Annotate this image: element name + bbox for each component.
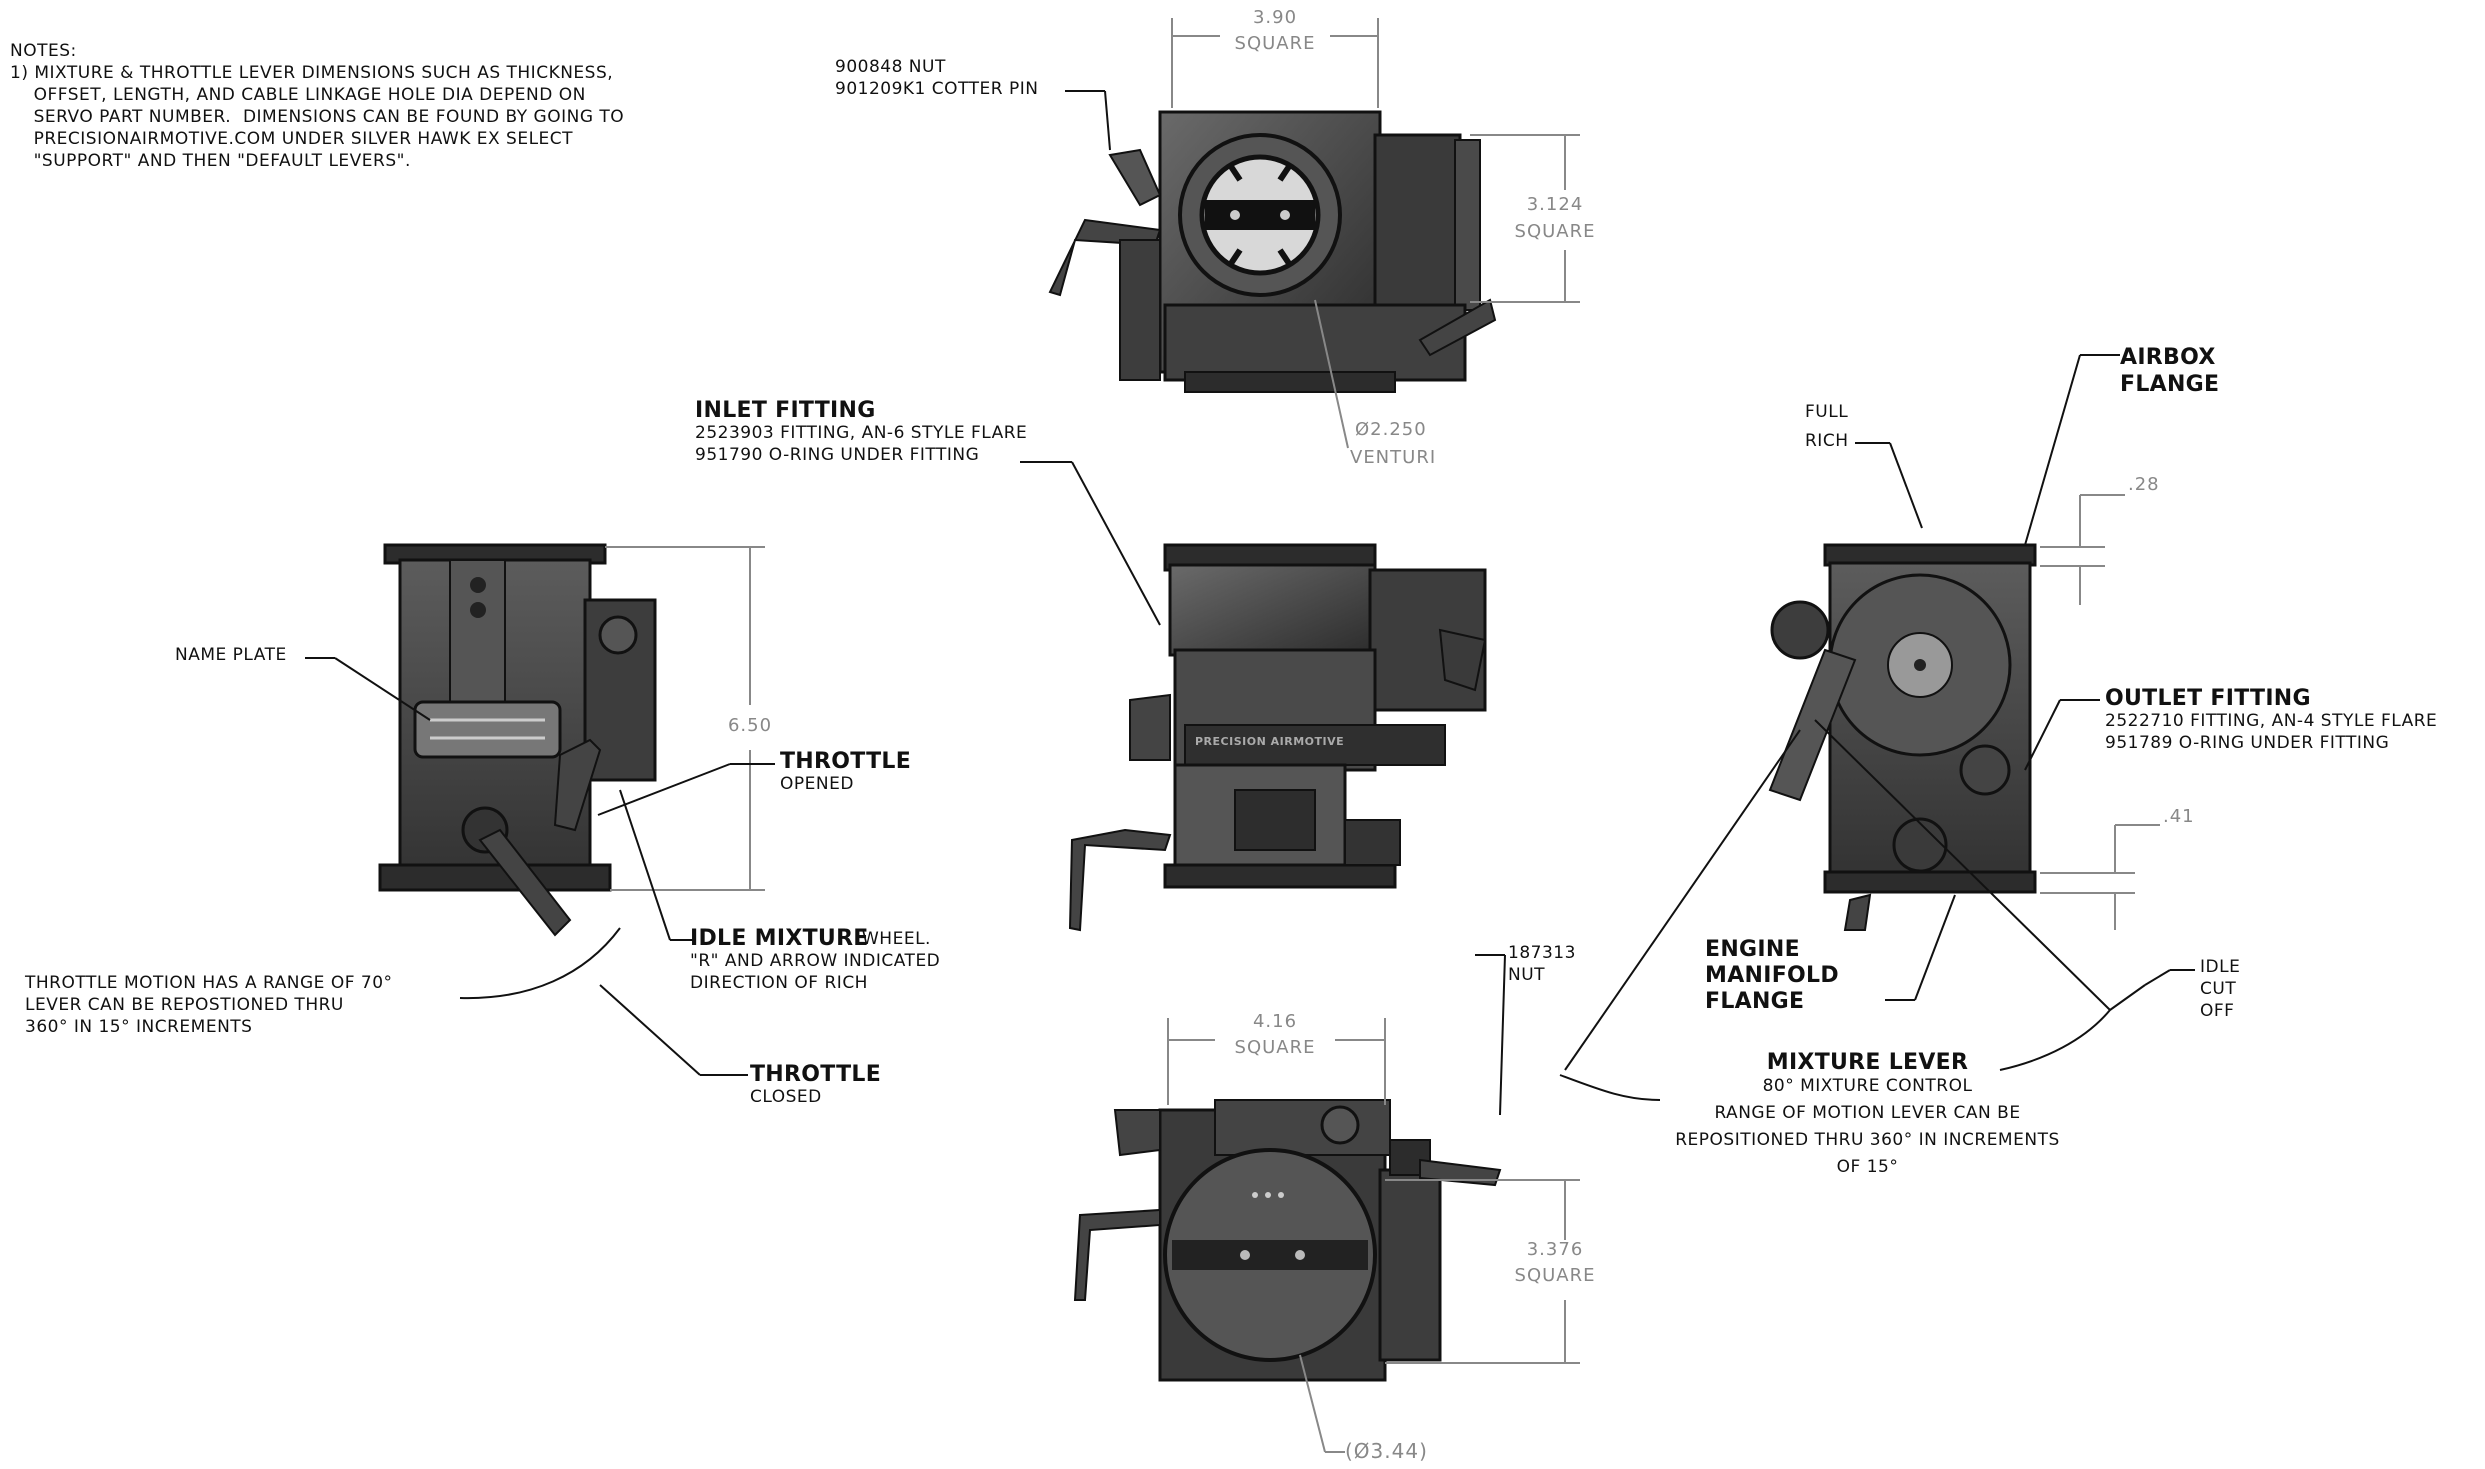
right-view-servo <box>1768 543 2037 931</box>
dimension-lines <box>605 18 2160 1453</box>
bottom-height-unit: SQUARE <box>1514 1265 1596 1286</box>
bottom-nut-label: NUT <box>1508 965 1546 985</box>
throttle-opened-title: THROTTLE <box>780 749 912 774</box>
idle-mixture-title: IDLE MIXTURE <box>690 926 869 951</box>
notes-line-3: SERVO PART NUMBER. DIMENSIONS CAN BE FOU… <box>10 107 625 127</box>
lower-flange-dim: .41 <box>2163 806 2195 827</box>
top-width-dim: 3.90 <box>1252 7 1298 28</box>
airbox-flange-line-1: AIRBOX <box>2120 345 2216 370</box>
top-nut-label: 900848 NUT <box>835 57 946 77</box>
venturi-label: VENTURI <box>1350 447 1437 468</box>
top-pin-label: 901209K1 COTTER PIN <box>835 79 1039 99</box>
top-height-dim: 3.124 <box>1526 194 1584 215</box>
center-plate-text: PRECISION AIRMOTIVE <box>1195 735 1345 748</box>
notes-line-2: OFFSET, LENGTH, AND CABLE LINKAGE HOLE D… <box>10 85 586 105</box>
full-rich-line-2: RICH <box>1805 431 1849 451</box>
center-view-servo <box>1068 543 1487 932</box>
name-plate <box>413 700 562 759</box>
top-height-unit: SQUARE <box>1514 221 1596 242</box>
bottom-height-dim: 3.376 <box>1526 1239 1584 1260</box>
outlet-line-1: 2522710 FITTING, AN-4 STYLE FLARE <box>2105 711 2438 731</box>
notes-line-4: PRECISIONAIRMOTIVE.COM UNDER SILVER HAWK… <box>10 129 574 149</box>
outlet-title: OUTLET FITTING <box>2105 686 2311 711</box>
throttle-opened-sub: OPENED <box>780 774 854 794</box>
engine-flange-line-2: MANIFOLD <box>1705 963 1839 988</box>
mixture-lever-title: MIXTURE LEVER <box>1766 1050 1969 1075</box>
outlet-line-2: 951789 O-RING UNDER FITTING <box>2105 733 2390 753</box>
notes-heading: NOTES: <box>10 41 77 61</box>
venturi-dim: Ø2.250 <box>1355 419 1427 440</box>
bottom-nut-number: 187313 <box>1508 943 1576 963</box>
engine-flange-line-3: FLANGE <box>1705 989 1805 1014</box>
throttle-motion-line-1: THROTTLE MOTION HAS A RANGE OF 70° <box>25 973 393 993</box>
mixture-lever-line-3: REPOSITIONED THRU 360° IN INCREMENTS <box>1675 1130 2060 1150</box>
idle-cut-line-1: IDLE <box>2200 957 2241 977</box>
top-view-servo <box>1048 110 1497 393</box>
idle-mixture-line-1: WHEEL. <box>862 929 931 949</box>
inlet-line-1: 2523903 FITTING, AN-6 STYLE FLARE <box>695 423 1028 443</box>
bottom-width-dim: 4.16 <box>1252 1011 1298 1032</box>
idle-cut-line-2: CUT <box>2200 979 2237 999</box>
throttle-motion-line-2: LEVER CAN BE REPOSTIONED THRU <box>25 995 344 1015</box>
throttle-closed-sub: CLOSED <box>750 1087 822 1107</box>
notes-line-5: "SUPPORT" AND THEN "DEFAULT LEVERS". <box>10 151 411 171</box>
name-plate-label: NAME PLATE <box>175 645 287 665</box>
idle-cut-line-3: OFF <box>2200 1001 2235 1021</box>
inlet-line-2: 951790 O-RING UNDER FITTING <box>695 445 980 465</box>
bottom-width-unit: SQUARE <box>1234 1037 1316 1058</box>
throttle-closed-title: THROTTLE <box>750 1062 882 1087</box>
mixture-lever-line-4: OF 15° <box>1836 1157 1899 1177</box>
inlet-title: INLET FITTING <box>695 398 876 423</box>
flange-dim: .28 <box>2128 474 2160 495</box>
bottom-view-servo <box>1073 1099 1502 1382</box>
left-view-servo <box>378 543 657 937</box>
mixture-lever-line-1: 80° MIXTURE CONTROL <box>1762 1076 1973 1096</box>
idle-mixture-line-3: DIRECTION OF RICH <box>690 973 868 993</box>
throttle-motion-line-3: 360° IN 15° INCREMENTS <box>25 1017 253 1037</box>
mixture-lever-line-2: RANGE OF MOTION LEVER CAN BE <box>1714 1103 2021 1123</box>
notes-line-1: 1) MIXTURE & THROTTLE LEVER DIMENSIONS S… <box>10 63 614 83</box>
idle-mixture-line-2: "R" AND ARROW INDICATED <box>690 951 941 971</box>
full-rich-line-1: FULL <box>1805 402 1849 422</box>
bottom-bore-dim: (Ø3.44) <box>1345 1439 1428 1463</box>
top-width-unit: SQUARE <box>1234 33 1316 54</box>
left-height-dim: 6.50 <box>727 715 773 736</box>
airbox-flange-line-2: FLANGE <box>2120 372 2220 397</box>
leader-lines <box>305 90 2195 1116</box>
engine-flange-line-1: ENGINE <box>1705 937 1800 962</box>
